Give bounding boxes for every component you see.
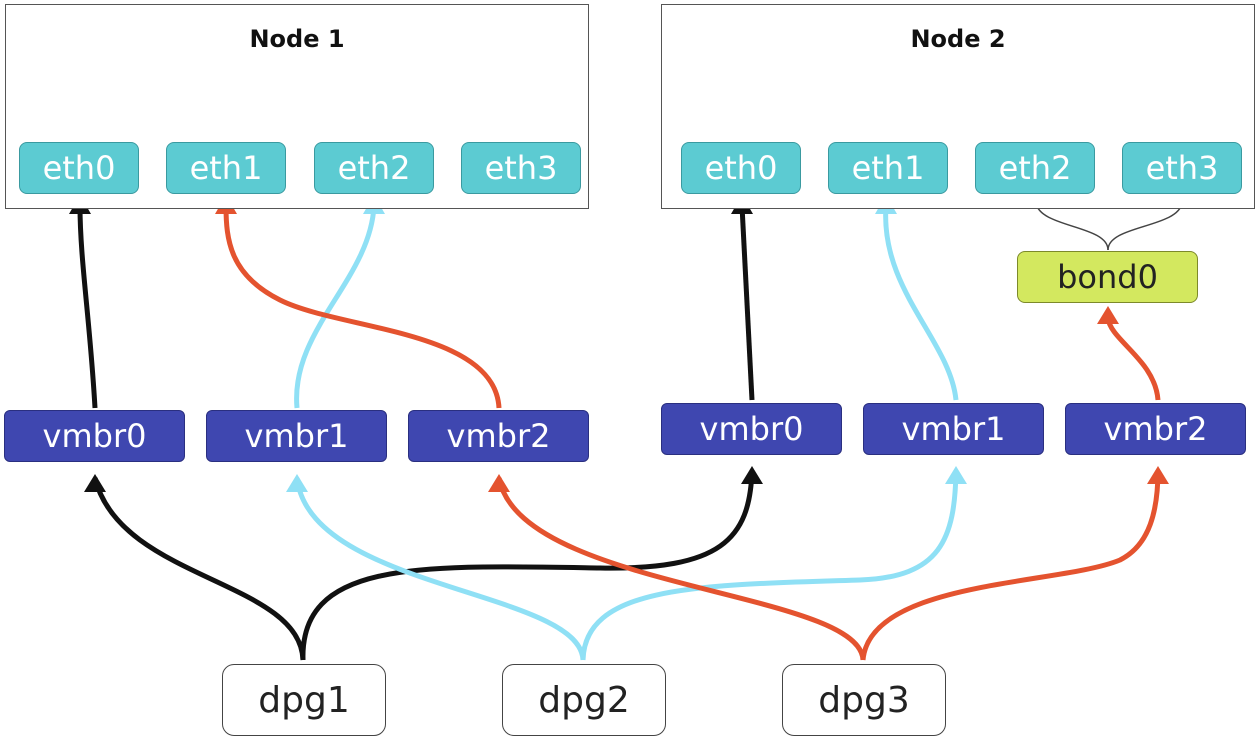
node1-vmbr2: vmbr2 [408, 410, 589, 462]
dpg2: dpg2 [502, 664, 666, 736]
link-node1-vmbr2-eth1 [223, 205, 502, 409]
arrowhead [741, 466, 763, 484]
node2-vmbr1: vmbr1 [863, 403, 1044, 455]
node1-eth3: eth3 [461, 142, 581, 194]
link-dpg2-node1-vmbr1 [294, 477, 586, 661]
arrowhead [84, 474, 106, 492]
node2-eth3: eth3 [1122, 142, 1242, 194]
dpg1: dpg1 [222, 664, 386, 736]
node2-vmbr0: vmbr0 [661, 403, 842, 455]
node2-vmbr2: vmbr2 [1065, 403, 1246, 455]
node2-bond0: bond0 [1017, 251, 1198, 303]
link-dpg2-node2-vmbr1 [580, 469, 959, 661]
arrowhead [1147, 466, 1169, 484]
node1-eth2: eth2 [314, 142, 434, 194]
arrowhead [945, 466, 967, 484]
dpg3: dpg3 [782, 664, 946, 736]
link-node1-vmbr0-eth0 [77, 205, 98, 409]
link-node2-vmbr1-eth1 [883, 205, 959, 401]
arrowhead [488, 474, 510, 492]
node2-eth2: eth2 [975, 142, 1095, 194]
link-dpg1-node1-vmbr0 [92, 477, 306, 661]
node1-eth0: eth0 [19, 142, 139, 194]
link-node1-vmbr1-eth2 [294, 205, 377, 409]
link-node2-vmbr0-eth0 [739, 205, 755, 401]
link-dpg3-node1-vmbr2 [496, 477, 866, 661]
link-bond0-eth3 [1107, 202, 1183, 251]
link-dpg3-node2-vmbr2 [860, 469, 1161, 661]
link-bond0-eth2 [1035, 202, 1109, 251]
node2-eth0: eth0 [681, 142, 801, 194]
node1-vmbr1: vmbr1 [206, 410, 387, 462]
arrowhead [286, 474, 308, 492]
node1-title: Node 1 [249, 25, 345, 53]
node1-vmbr0: vmbr0 [4, 410, 185, 462]
node2-title: Node 2 [910, 25, 1006, 53]
node1-eth1: eth1 [166, 142, 286, 194]
link-dpg1-node2-vmbr0 [300, 469, 755, 661]
arrowhead [1097, 306, 1119, 324]
node2-eth1: eth1 [828, 142, 948, 194]
link-node2-vmbr2-bond0 [1105, 317, 1161, 401]
